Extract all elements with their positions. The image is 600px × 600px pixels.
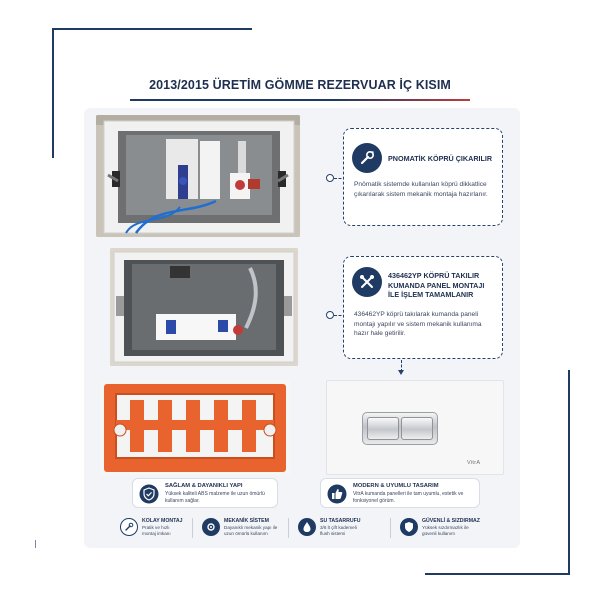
feature-title: SAĞLAM & DAYANIKLI YAPI: [165, 483, 243, 489]
photo-pneumatic-bridge: [96, 115, 300, 237]
title-underline: [130, 99, 470, 101]
photo-436462yp-bridge: [110, 248, 298, 366]
bottom-item-title: KOLAY MONTAJ: [142, 518, 183, 524]
bottom-item-title: SU TASARRUFU: [320, 518, 361, 524]
connector-dot-1: [326, 174, 334, 182]
tools-icon: [352, 267, 382, 297]
frame-line-top: [52, 28, 252, 30]
flush-button-large: [401, 417, 433, 440]
callout-436462yp: 436462YP KÖPRÜ TAKILIR KUMANDA PANEL MON…: [343, 256, 503, 359]
divider: [192, 518, 193, 538]
shield-check-icon: [139, 484, 159, 504]
wrench-icon: [120, 518, 138, 536]
callout-heading: PNOMATİK KÖPRÜ ÇIKARILIR: [388, 154, 493, 163]
connector-dot-2: [326, 311, 334, 319]
flush-plate: [362, 412, 438, 445]
connector-down: [401, 360, 402, 372]
photo-orange-frame: [100, 380, 290, 475]
frame-tick: [35, 540, 36, 548]
connector-line-2: [334, 315, 346, 316]
callout-body: Pnömatik sistemde kullanılan köprü dikka…: [354, 181, 488, 198]
callout-pneumatic: PNOMATİK KÖPRÜ ÇIKARILIR Pnömatik sistem…: [343, 128, 503, 226]
brand-label: VitrA: [467, 460, 481, 466]
thumbs-up-icon: [327, 484, 347, 504]
feature-durable: SAĞLAM & DAYANIKLI YAPI Yüksek kaliteli …: [132, 478, 278, 508]
feature-desc: Yüksek kaliteli ABS malzeme ile uzun ömü…: [165, 491, 265, 504]
water-drop-icon: [298, 518, 316, 536]
callout-body: 436462YP köprü takılarak kumanda paneli …: [354, 311, 482, 338]
connector-line-1: [334, 178, 346, 179]
feature-desc: VitrA kumanda panelleri ile tam uyumlu, …: [353, 491, 464, 504]
shield-icon: [400, 518, 418, 536]
wrench-icon: [352, 143, 382, 173]
bottom-item-safe: GÜVENLİ & SIZDIRMAZ Yüksek sızdırmazlık …: [400, 516, 504, 544]
frame-line-right: [568, 370, 570, 575]
frame-line-left: [52, 28, 54, 158]
callout-heading: 436462YP KÖPRÜ TAKILIR KUMANDA PANEL MON…: [388, 271, 485, 300]
feature-title: MODERN & UYUMLU TASARIM: [353, 483, 439, 489]
gear-icon: [202, 518, 220, 536]
bottom-item-title: MEKANİK SİSTEM: [224, 518, 269, 524]
feature-design: MODERN & UYUMLU TASARIM VitrA kumanda pa…: [320, 478, 480, 508]
divider: [288, 518, 289, 538]
bottom-item-title: GÜVENLİ & SIZDIRMAZ: [422, 518, 480, 524]
arrow-down-icon: [398, 370, 404, 375]
frame-line-bottom: [425, 573, 570, 575]
divider: [390, 518, 391, 538]
bottom-item-mechanical: MEKANİK SİSTEM Dayanıklı mekanik yapı il…: [202, 516, 302, 544]
page-title: 2013/2015 ÜRETİM GÖMME REZERVUAR İÇ KISI…: [149, 78, 451, 92]
flush-button-small: [367, 417, 399, 440]
